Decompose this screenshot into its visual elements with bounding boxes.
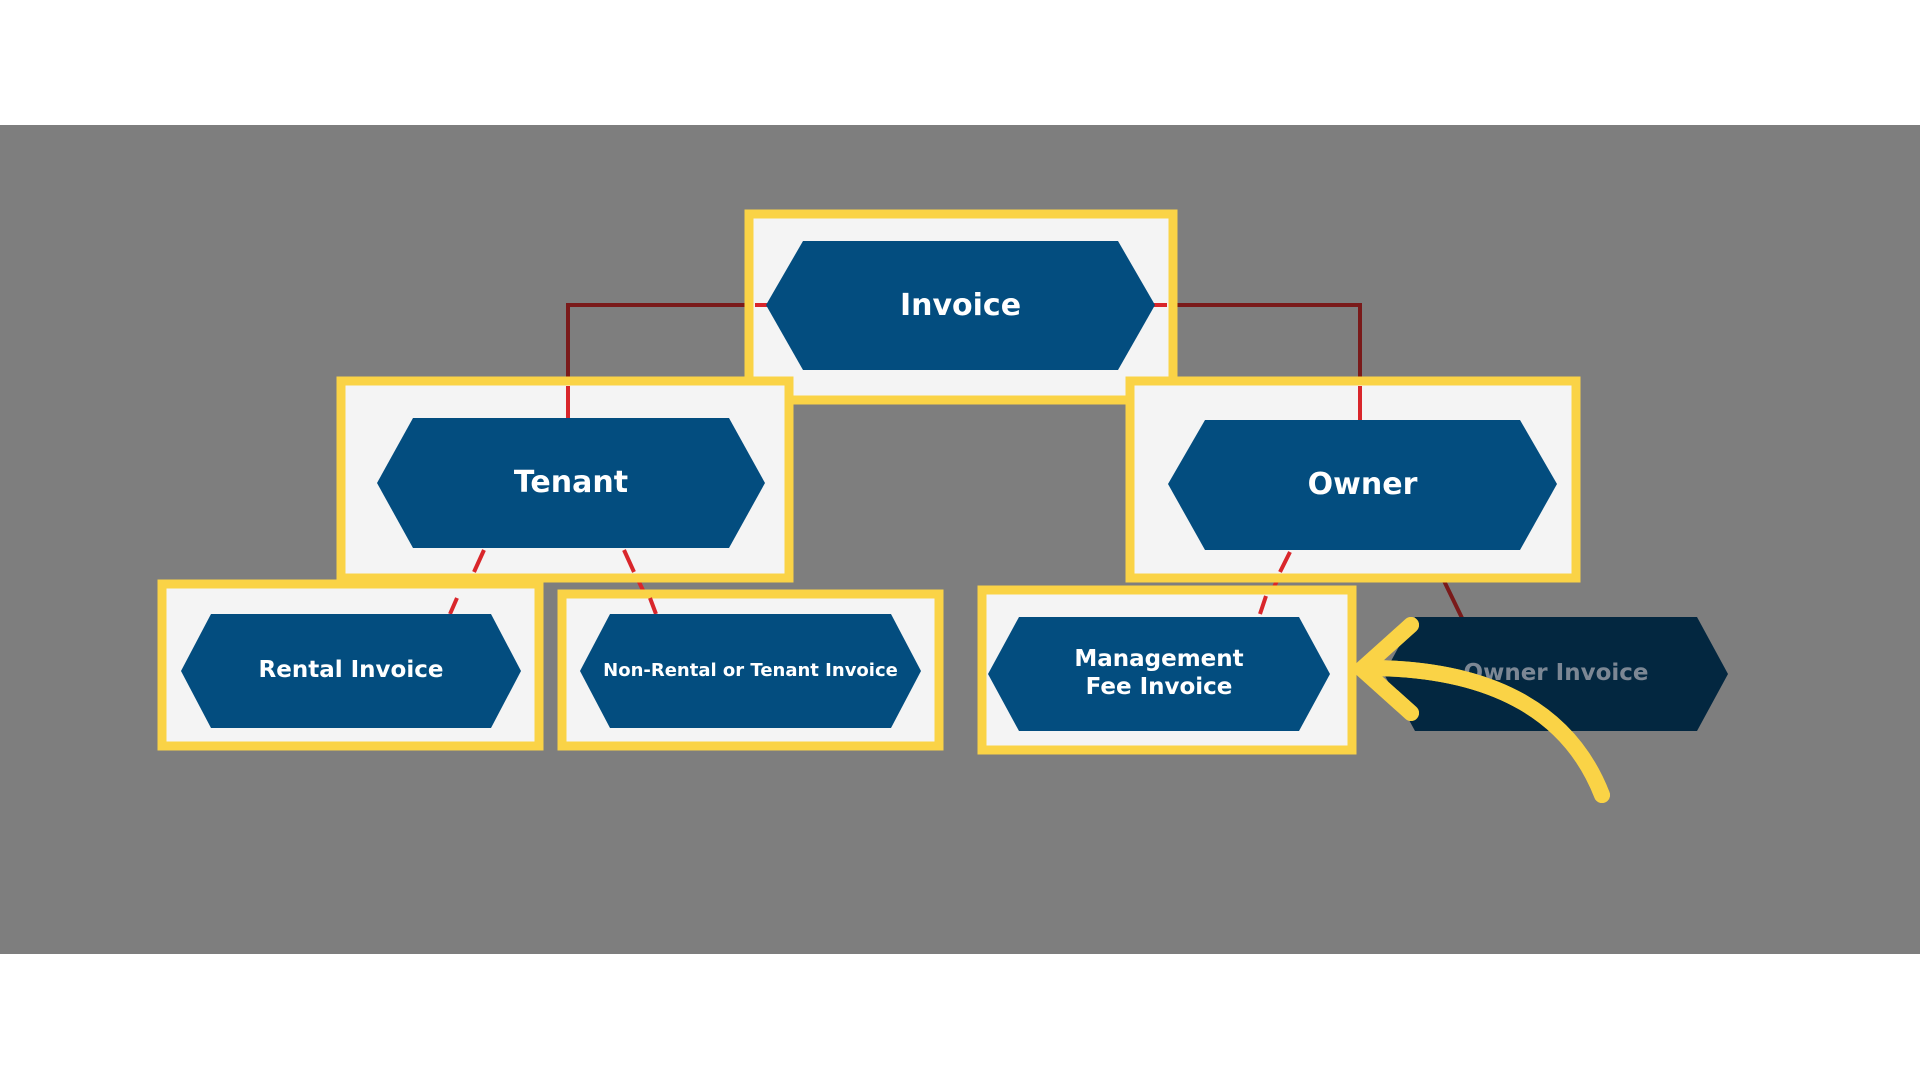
node-management-fee-invoice xyxy=(988,617,1330,731)
node-label-tenant: Tenant xyxy=(513,465,629,500)
node-label-owner: Owner xyxy=(1307,467,1418,502)
node-label-rental-invoice: Rental Invoice xyxy=(258,657,444,684)
node-owner xyxy=(1168,420,1557,550)
node-label-invoice: Invoice xyxy=(899,287,1022,323)
node-label-management-fee-invoice: Management Fee Invoice xyxy=(1074,646,1244,700)
node-tenant xyxy=(377,418,765,548)
nodes xyxy=(181,241,1557,731)
node-rental-invoice xyxy=(181,614,521,728)
node-label-owner-invoice: Owner Invoice xyxy=(1463,660,1649,687)
node-invoice xyxy=(766,241,1155,370)
node-nonrental-invoice xyxy=(580,614,921,728)
node-label-nonrental-invoice: Non-Rental or Tenant Invoice xyxy=(603,660,898,682)
